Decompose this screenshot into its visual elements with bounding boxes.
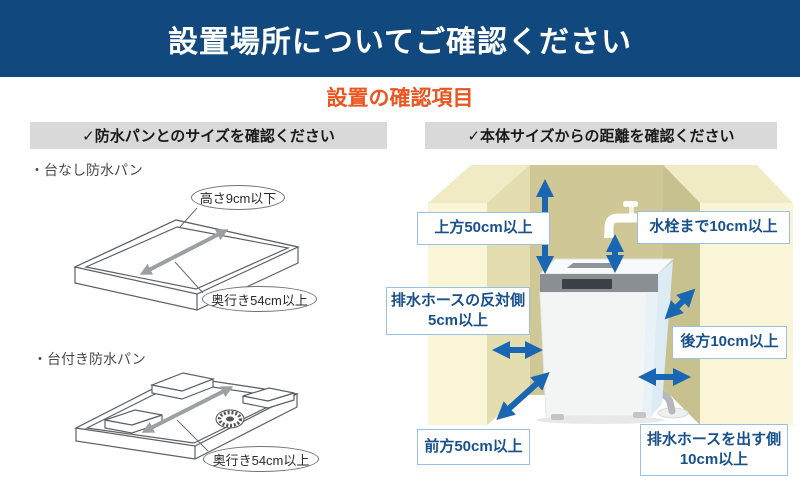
label-hose-side-line1: 排水ホースを出す側 [646, 430, 782, 448]
depth-measure-arrow-icon [139, 229, 229, 275]
page-title: 設置場所についてご確認ください [167, 25, 633, 59]
label-top-clearance: 上方50cm以上 [417, 212, 550, 245]
machine-front [539, 291, 659, 417]
machine-foot [551, 414, 564, 420]
pan-with-stand-drawing [74, 372, 299, 460]
label-opposite-side-line2: 5cm以上 [427, 312, 489, 329]
right-section-header: ✓本体サイズからの距離を確認ください [425, 122, 777, 149]
arrow-rear-clearance-icon [664, 288, 696, 320]
label-front-clearance: 前方50cm以上 [417, 429, 530, 465]
depth-measure-arrow-icon [141, 386, 234, 433]
drain-icon [215, 409, 245, 429]
machine-display [562, 279, 612, 289]
header-banner: 設置場所についてご確認ください [0, 0, 800, 77]
washing-machine [538, 258, 675, 420]
machine-shadow [536, 416, 664, 424]
label-hose-side-clearance: 排水ホースを出す側 10cm以上 [640, 424, 788, 476]
label-rear-clearance-text: 後方10cm以上 [680, 333, 779, 351]
callout-depth-pan2: 奥行き54cm以上 [203, 446, 319, 472]
label-front-clearance-text: 前方50cm以上 [424, 437, 523, 455]
right-wall-top [663, 165, 793, 203]
label-faucet-clearance: 水栓まで10cm以上 [637, 211, 790, 244]
callout-depth-pan1: 奥行き54cm以上 [202, 286, 317, 312]
label-opposite-side-line1: 排水ホースの反対側 [390, 291, 526, 309]
label-rear-clearance: 後方10cm以上 [672, 326, 787, 359]
pan-with-stand-label: ・台付き防水パン [33, 351, 146, 367]
section-subtitle: 設置の確認項目 [326, 87, 474, 110]
pan-without-stand-label: ・台なし防水パン [30, 162, 143, 178]
label-top-clearance-text: 上方50cm以上 [434, 219, 533, 237]
label-opposite-side-clearance: 排水ホースの反対側 5cm以上 [386, 287, 530, 335]
machine-foot [633, 412, 646, 418]
label-faucet-clearance-text: 水栓まで10cm以上 [649, 218, 778, 236]
callout-height-limit: 高さ9cm以下 [191, 185, 285, 210]
left-wall-top [428, 165, 530, 203]
left-section-header: ✓防水パンとのサイズを確認ください [30, 122, 387, 149]
arrow-front-clearance-icon [496, 371, 550, 421]
label-hose-side-line2: 10cm以上 [679, 451, 749, 468]
